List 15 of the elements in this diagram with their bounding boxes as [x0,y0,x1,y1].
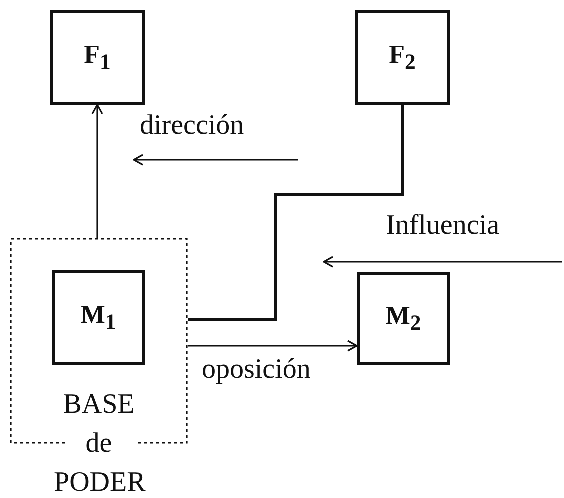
arrow-label: dirección [140,112,244,140]
square-box [50,10,145,105]
square-box [357,272,450,365]
arrow-label: Influencia [386,212,500,240]
square-box [52,270,145,365]
arrow [188,340,358,352]
arrow [92,104,104,238]
square-box [355,10,450,105]
connector-line [188,105,404,322]
box-label: F$_{1}$ [84,40,111,76]
edge-label: oposición [202,356,311,384]
box-label: F$_{2}$ [389,40,416,76]
box-label: M$_{2}$ [386,300,422,336]
box-label: M$_{1}$ [80,300,116,336]
frame-label: BASE de PODER [54,388,144,498]
